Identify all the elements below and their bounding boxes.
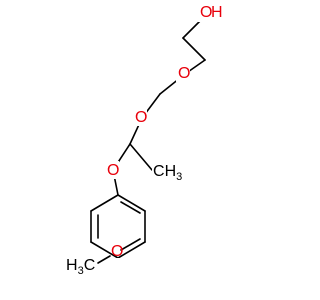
ring-double-1 [120, 201, 141, 214]
bond-c6-c7 [129, 143, 153, 171]
methyl-subscript: 3 [176, 171, 182, 183]
ether-o3-bg [105, 161, 119, 179]
structural-formula: O H O O CH3 O H3C O [66, 4, 223, 280]
methoxy-c: C [84, 257, 96, 274]
methyl-c: C [153, 163, 165, 180]
ether-o2-label: O [135, 109, 147, 126]
ether-o2-bg [133, 108, 147, 126]
ether-o1-label: O [178, 65, 190, 82]
bonds [90, 17, 206, 273]
ring-bond-6 [90, 194, 119, 212]
ring-bond-3 [117, 241, 146, 259]
ring-bond-1 [117, 194, 146, 212]
methyl-h: H [165, 163, 177, 180]
methoxy-subscript: 3 [78, 265, 84, 277]
methoxy-h: H [66, 257, 78, 274]
hydroxyl-o-label: O [200, 4, 212, 21]
methyl-label: CH3 [153, 163, 182, 183]
hydroxyl-h-label: H [211, 4, 223, 21]
atom-labels: O H O O CH3 O H3C O [66, 4, 223, 280]
hydroxyl-bg [198, 4, 222, 22]
ring-double-2 [120, 238, 141, 251]
bond-c1-c2 [182, 37, 206, 61]
ring-bond-4 [90, 241, 119, 259]
methyl-bg [152, 161, 186, 181]
bond-h3c-o [97, 255, 111, 264]
ether-o1-bg [176, 64, 190, 82]
methoxy-bg [66, 258, 126, 280]
methoxy-h3c-label: H3C [66, 257, 95, 277]
ether-o3-label: O [107, 162, 119, 179]
methoxy-o-label: O [111, 243, 123, 260]
